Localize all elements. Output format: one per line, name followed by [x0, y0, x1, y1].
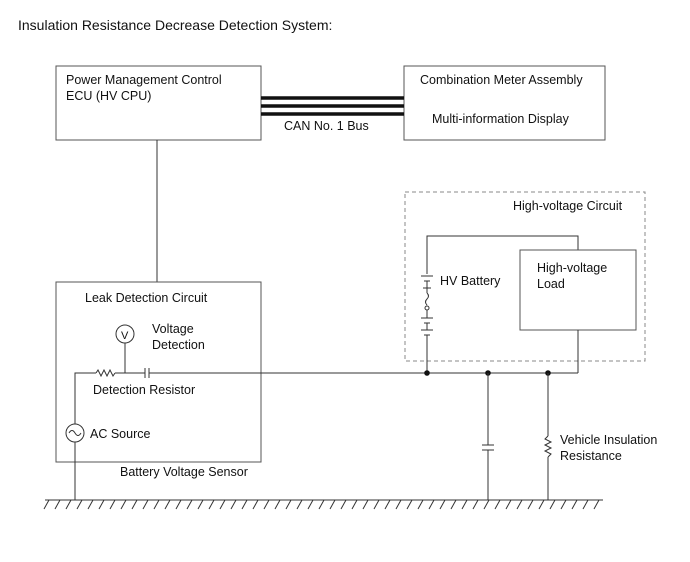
can-bus [261, 96, 404, 116]
detection-line [74, 368, 578, 488]
resistor-icon [95, 368, 116, 378]
voltage-label-line1: Voltage [152, 322, 194, 336]
hv-circuit-box [404, 191, 646, 362]
ecu-box [55, 65, 262, 141]
leak-detection-label: Leak Detection Circuit [85, 291, 208, 305]
battery-sensor-label: Battery Voltage Sensor [120, 465, 248, 479]
detection-resistor-label: Detection Resistor [93, 383, 195, 397]
insulation-resistor-icon [543, 373, 553, 500]
hv-loop-wire [426, 235, 579, 274]
hv-circuit-label: High-voltage Circuit [513, 199, 623, 213]
leak-detection-box [55, 281, 262, 463]
voltage-label-line2: Detection [152, 338, 205, 352]
meter-label-line1: Combination Meter Assembly [420, 73, 583, 87]
meter-label-line2: Multi-information Display [432, 112, 570, 126]
hv-battery-symbol [421, 275, 433, 373]
load-label-line2: Load [537, 277, 565, 291]
junction-dot [424, 370, 430, 376]
ac-wave-icon [68, 430, 82, 436]
insulation-label-line1: Vehicle Insulation [560, 433, 657, 447]
insulation-label-line2: Resistance [560, 449, 622, 463]
stray-capacitor [482, 373, 494, 500]
ecu-label-line1: Power Management Control [66, 73, 222, 87]
load-label-line1: High-voltage [537, 261, 607, 275]
ground-symbol [43, 499, 603, 510]
ac-source-label: AC Source [90, 427, 150, 441]
page-title: Insulation Resistance Decrease Detection… [18, 17, 332, 33]
meter-box [403, 65, 606, 141]
hv-battery-label: HV Battery [440, 274, 501, 288]
voltmeter-symbol: V [121, 330, 129, 342]
ecu-label-line2: ECU (HV CPU) [66, 89, 151, 103]
high-voltage-load-box [519, 249, 637, 331]
can-bus-label: CAN No. 1 Bus [284, 119, 369, 133]
